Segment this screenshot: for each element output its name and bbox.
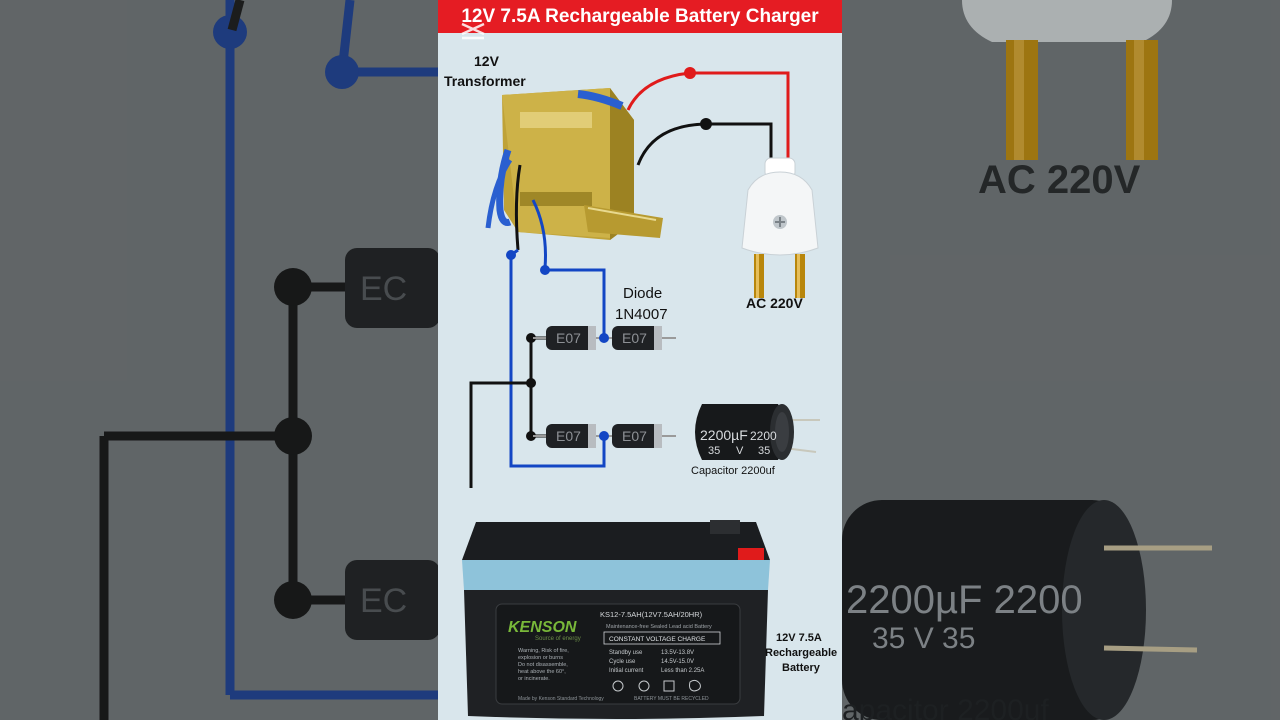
battery-spec-label: Cycle use <box>609 659 636 665</box>
diode-part-number: 1N4007 <box>615 306 668 323</box>
svg-text:EC: EC <box>360 270 407 308</box>
capacitor-voltage-text: 35 <box>708 445 720 457</box>
background-ac-label: AC 220V <box>978 158 1141 202</box>
background-capacitor-label: apacitor 2200uf <box>842 694 1049 720</box>
background-dim-overlay <box>842 0 1280 720</box>
background-dim-overlay <box>0 0 438 720</box>
capacitor: 2200µF 2200 35 V 35 <box>695 404 820 460</box>
ac-voltage-label: AC 220V <box>746 295 803 311</box>
background-capacitor-value: 2200µF 2200 <box>846 578 1083 622</box>
diode-marking: E07 <box>556 330 581 346</box>
black-wire-ac <box>636 122 773 166</box>
battery-warning-line: Do not disassemble, <box>518 662 568 668</box>
battery-spec-label: Standby use <box>609 650 643 656</box>
svg-text:EC: EC <box>360 582 407 620</box>
black-wire-output <box>469 381 531 488</box>
watermark-icon <box>461 22 485 40</box>
battery-subtitle: Maintenance-free Sealed Lead acid Batter… <box>606 624 712 630</box>
battery-footer: Made by Kenson Standard Technology <box>518 696 604 702</box>
circuit-diagram: E07 E07 E07 E07 <box>462 67 820 719</box>
page-title: 12V 7.5A Rechargeable Battery Charger <box>438 0 842 33</box>
battery-label: Battery <box>782 662 820 674</box>
diode-label: Diode <box>623 285 663 302</box>
battery-warning-line: or incinerate. <box>518 676 550 682</box>
blue-wire-secondary-b <box>545 268 606 338</box>
background-capacitor-voltage: 35 V 35 <box>872 622 976 655</box>
battery-tagline: Source of energy <box>535 636 581 642</box>
capacitor-label: Capacitor 2200uf <box>691 465 775 477</box>
battery-brand: KENSON <box>508 619 577 636</box>
battery-label-rating: 12V 7.5A <box>776 632 822 644</box>
battery-model: KS12-7.5AH(12V7.5AH/20HR) <box>600 610 703 619</box>
battery-warning-line: explosion or burns <box>518 655 563 661</box>
battery-warning-line: heat above the 60°, <box>518 669 566 675</box>
battery: KENSON Source of energy KS12-7.5AH(12V7.… <box>462 520 770 719</box>
battery-label-type: Rechargeable <box>765 647 838 659</box>
diagram-panel: 12V 7.5A Rechargeable Battery Charger <box>438 0 842 720</box>
battery-spec-value: Less than 2.25A <box>661 668 704 674</box>
background-right-art <box>842 0 1212 720</box>
certification-icons <box>612 679 701 692</box>
diode-marking: E07 <box>622 330 647 346</box>
battery-warning-line: Warning, Risk of fire, <box>518 648 569 654</box>
diode-marking: E07 <box>556 428 581 444</box>
battery-footer-right: BATTERY MUST BE RECYCLED <box>634 696 709 702</box>
capacitor-unit-text: V <box>736 445 744 457</box>
red-wire <box>626 71 790 160</box>
battery-charge-header: CONSTANT VOLTAGE CHARGE <box>609 636 706 643</box>
diode-bridge: E07 E07 E07 E07 <box>533 326 676 448</box>
capacitor-voltage-text: 35 <box>758 445 770 457</box>
battery-spec-label: Initial current <box>609 668 644 674</box>
blue-wire-secondary-a <box>509 255 606 468</box>
capacitor-value-text: 2200µF <box>700 427 748 443</box>
battery-spec-value: 14.5V-15.0V <box>661 659 694 665</box>
diode-marking: E07 <box>622 428 647 444</box>
transformer-label: Transformer <box>444 73 526 89</box>
background-left-art: EC EC <box>99 0 438 720</box>
transformer <box>485 88 663 269</box>
background-right: AC 220V 2200µF 2200 35 V 35 apacitor 220… <box>842 0 1280 720</box>
battery-spec-value: 13.5V-13.8V <box>661 650 694 656</box>
power-plug <box>741 157 819 298</box>
background-left: EC EC <box>0 0 438 720</box>
capacitor-value-short-text: 2200 <box>750 429 777 443</box>
transformer-label-voltage: 12V <box>474 53 499 69</box>
